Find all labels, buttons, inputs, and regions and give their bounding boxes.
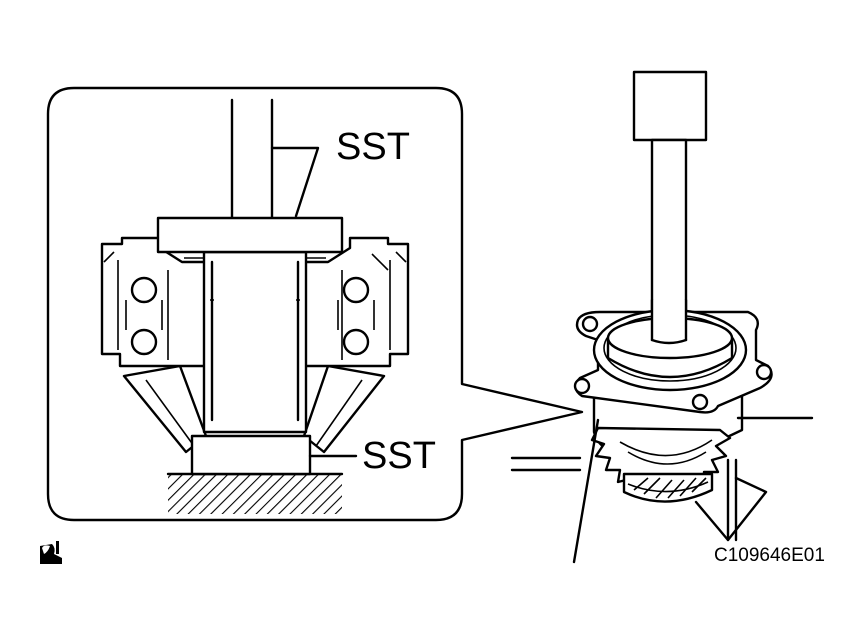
procedure-icon <box>40 541 62 564</box>
figure-code: C109646E01 <box>714 545 825 566</box>
sst-label-top: SST <box>336 126 410 168</box>
sst-label-bottom: SST <box>362 435 436 477</box>
assembly-view <box>510 70 814 564</box>
cross-section-view <box>100 98 410 514</box>
